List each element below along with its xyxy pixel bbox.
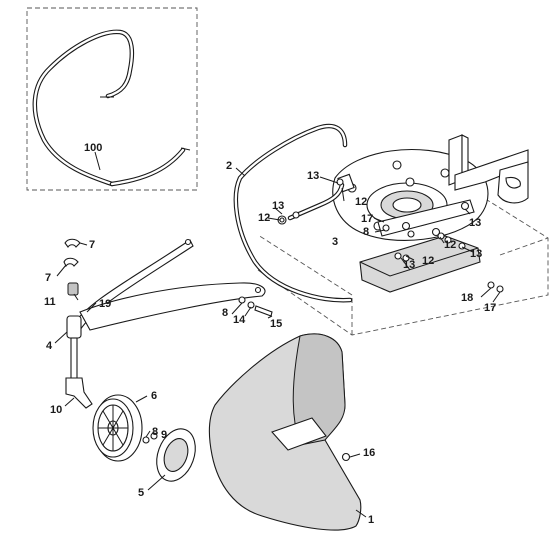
label-17: 17: [484, 302, 496, 314]
label-8: 8: [222, 307, 228, 319]
label-12: 12: [355, 196, 367, 208]
label-12: 12: [422, 255, 434, 267]
label-12: 12: [444, 239, 456, 251]
label-13: 13: [470, 248, 482, 260]
label-8: 8: [363, 226, 369, 238]
label-13: 13: [403, 259, 415, 271]
label-8: 8: [152, 426, 158, 438]
wheel-bracket-part-10: [65, 337, 93, 409]
label-7: 7: [45, 272, 51, 284]
clip-parts-7-11: [63, 238, 81, 296]
label-6: 6: [151, 390, 157, 402]
leader-lines: [54, 151, 501, 518]
label-7: 7: [89, 239, 95, 251]
label-13: 13: [272, 200, 284, 212]
label-16: 16: [363, 447, 375, 459]
hubcap-part-5: [156, 428, 196, 482]
deck-assembly-outline: [257, 177, 549, 336]
label-3: 3: [332, 236, 338, 248]
label-1: 1: [368, 514, 374, 526]
label-13: 13: [307, 170, 319, 182]
label-18: 18: [461, 292, 473, 304]
inset-box-part-100: [26, 7, 198, 191]
label-13: 13: [469, 217, 481, 229]
deck-flap: [359, 235, 481, 293]
label-12: 12: [258, 212, 270, 224]
wheel-part-6: [92, 394, 143, 462]
handle-arms-part-4: [66, 238, 266, 339]
label-17: 17: [361, 213, 373, 225]
label-19: 19: [99, 298, 111, 310]
label-5: 5: [138, 487, 144, 499]
label-14: 14: [233, 314, 246, 326]
label-11: 11: [44, 296, 56, 308]
label-15: 15: [270, 318, 282, 330]
label-2: 2: [226, 160, 232, 172]
label-100: 100: [84, 142, 102, 154]
part-labels: 100 2 13 12 13 12 17 8 3 12 13 13 12 13 …: [44, 142, 496, 526]
fasteners-arm: [238, 217, 285, 317]
grass-bag-frame-part-2: [233, 123, 353, 303]
label-4: 4: [46, 340, 53, 352]
label-9: 9: [161, 429, 167, 441]
fasteners-deck: [336, 178, 504, 293]
label-10: 10: [50, 404, 62, 416]
grass-bag-part-1: [208, 333, 362, 531]
